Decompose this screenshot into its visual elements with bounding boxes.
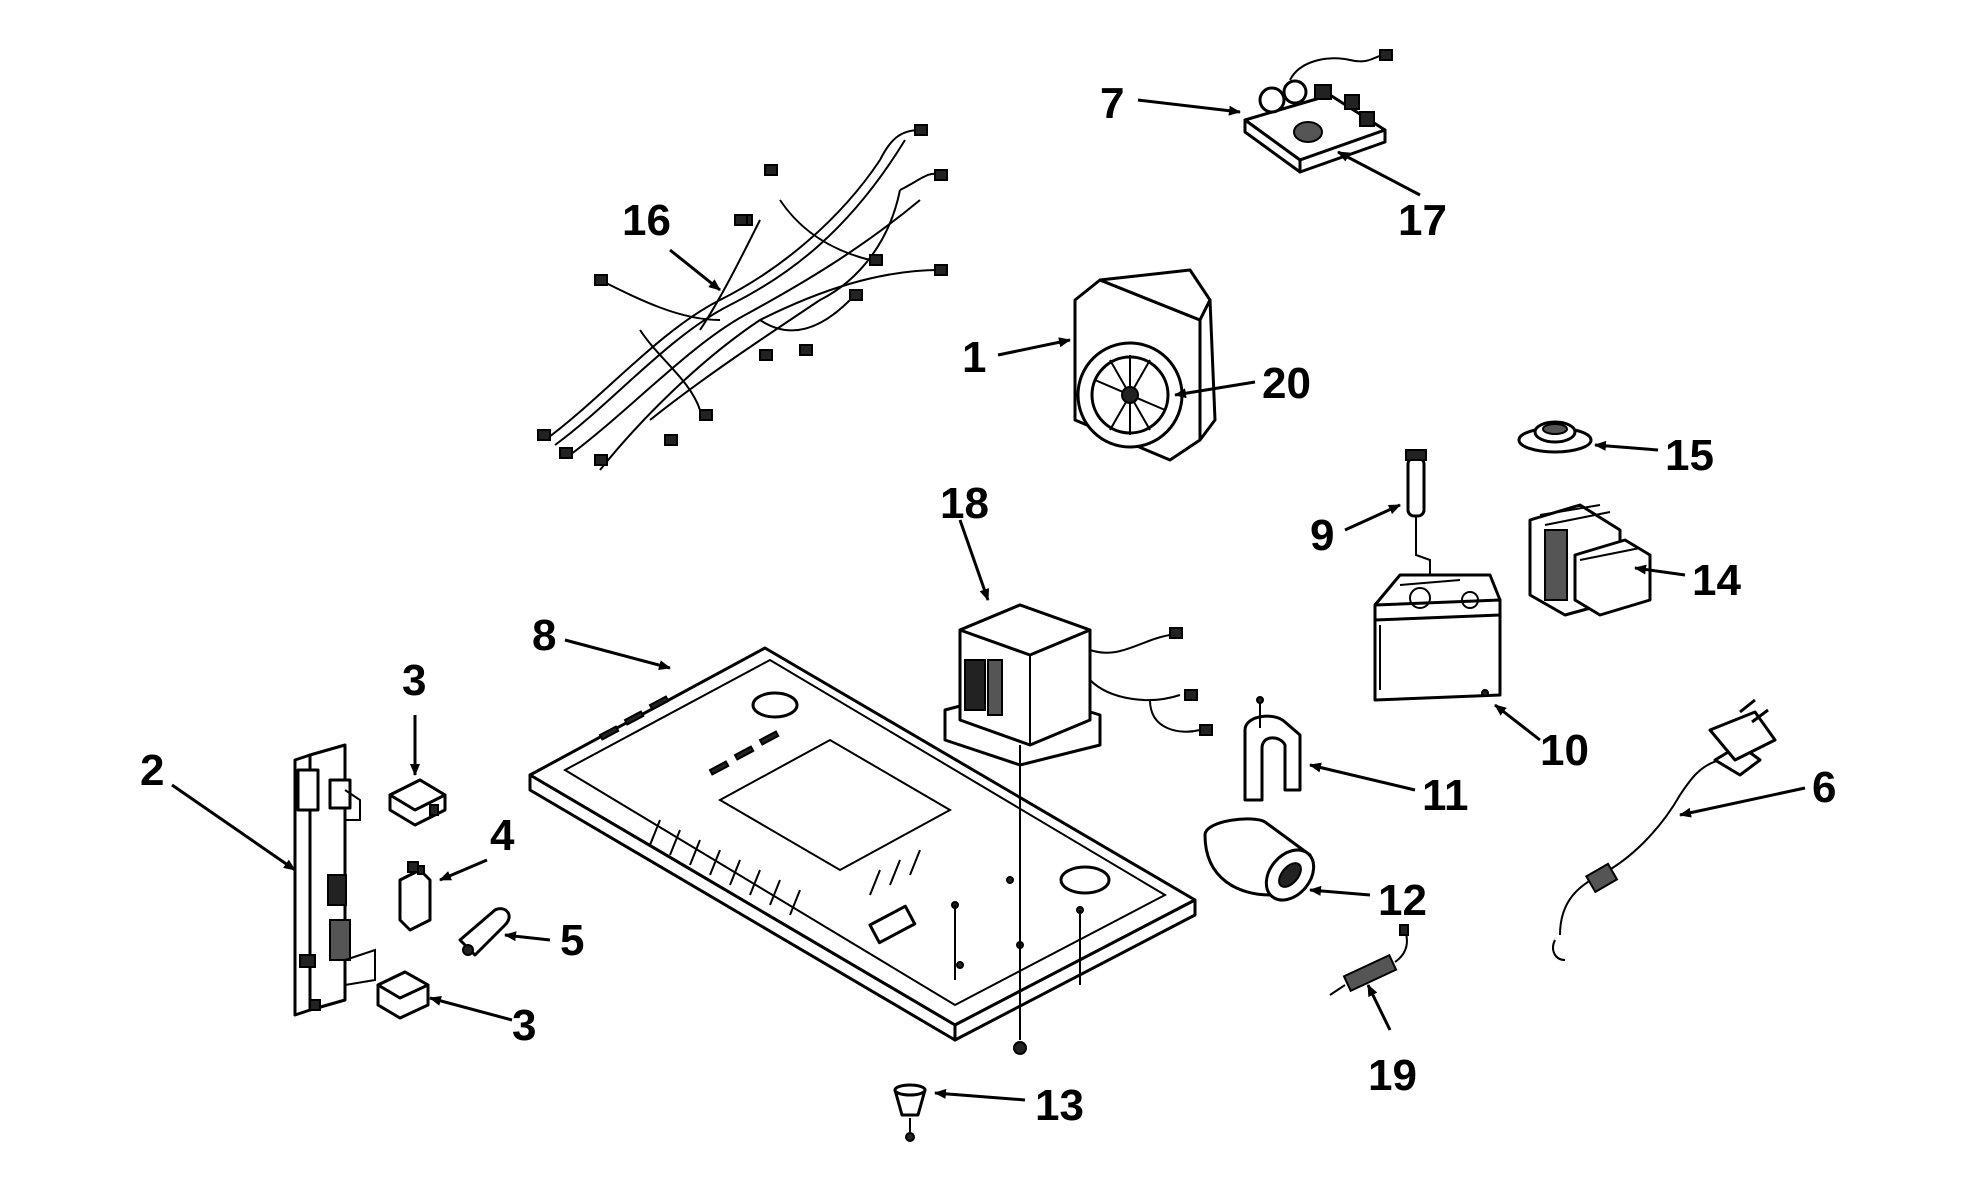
leader-4 [439, 858, 488, 882]
interlock-switch-lower-part [376, 970, 430, 1020]
callout-6: 6 [1812, 763, 1836, 812]
leader-6 [1679, 786, 1806, 818]
leader-12 [1309, 885, 1371, 897]
power-cord-part [1552, 698, 1777, 961]
callout-11: 11 [1422, 771, 1469, 820]
callout-16: 16 [622, 196, 671, 245]
callout-5: 5 [560, 916, 584, 965]
callout-labels: 1 2 3 3 4 5 6 7 8 9 10 11 12 13 14 15 16… [140, 79, 1836, 1130]
rubber-foot-part [893, 1083, 927, 1142]
callout-2: 2 [140, 746, 164, 795]
base-plate-part [528, 646, 1197, 1055]
callout-12: 12 [1378, 876, 1427, 925]
leader-13 [934, 1088, 1026, 1102]
leader-7 [1137, 98, 1241, 116]
leader-15 [1594, 440, 1659, 452]
latch-board-part [293, 743, 376, 1017]
callout-15: 15 [1665, 431, 1714, 480]
callout-14: 14 [1692, 556, 1741, 605]
leader-11 [1309, 762, 1416, 792]
capacitor-part [1203, 817, 1316, 902]
leader-14 [1634, 564, 1686, 577]
leader-3b [429, 996, 513, 1022]
leader-18 [958, 519, 990, 601]
diode-part [1329, 924, 1409, 996]
callout-20: 20 [1262, 359, 1311, 408]
callout-19: 19 [1368, 1051, 1417, 1100]
leader-20 [1174, 380, 1256, 399]
leader-2 [171, 783, 296, 872]
capacitor-bracket-part [1243, 696, 1302, 802]
leader-8 [564, 638, 671, 670]
callout-3a: 3 [402, 656, 426, 705]
monitor-switch-part [398, 861, 432, 932]
leader-9 [1344, 503, 1401, 532]
fan-assembly-part [1073, 268, 1217, 462]
interlock-switch-upper-part [388, 778, 447, 827]
leader-19 [1366, 984, 1392, 1031]
magnetron-part [1528, 503, 1652, 617]
leader-5 [504, 931, 551, 942]
callout-1: 1 [962, 333, 986, 382]
callout-13: 13 [1035, 1081, 1084, 1130]
leader-1 [997, 337, 1071, 357]
control-board-part [1243, 49, 1393, 174]
leader-10 [1494, 703, 1541, 742]
callout-9: 9 [1310, 511, 1334, 560]
callout-3b: 3 [512, 1001, 536, 1050]
waveguide-cover-part [1373, 573, 1502, 702]
callout-8: 8 [532, 611, 556, 660]
callout-4: 4 [490, 811, 515, 860]
transformer-part [943, 603, 1213, 767]
wire-harness-part [537, 124, 948, 471]
callout-18: 18 [940, 479, 989, 528]
thermostat-part [1517, 420, 1593, 454]
callout-17: 17 [1398, 196, 1447, 245]
callout-10: 10 [1540, 726, 1589, 775]
leader-16 [669, 248, 721, 292]
leader-lines [171, 98, 1806, 1102]
hv-fuse-part [1405, 449, 1431, 590]
callout-7: 7 [1100, 79, 1124, 128]
leader-17 [1337, 150, 1421, 197]
switch-lever-part [458, 907, 511, 957]
